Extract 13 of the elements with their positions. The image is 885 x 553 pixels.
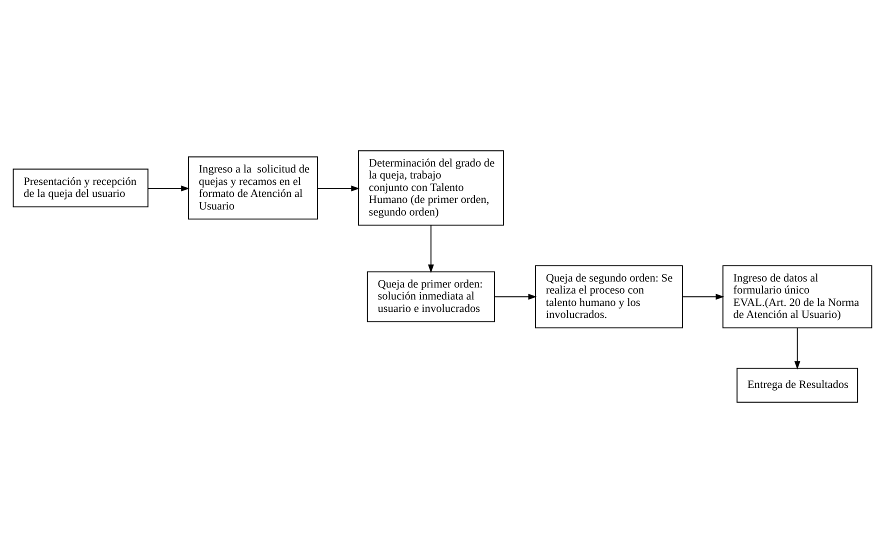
- node-box: Determinación del grado de la queja, trabajo conjunto con Talento Humano (de primer orden, segundo orden): [358, 150, 504, 226]
- node-box: Ingreso de datos al formulario único EVAL.(Art. 20 de la Norma de Atención al Usuario): [722, 265, 872, 328]
- arrow: [682, 294, 724, 300]
- arrow: [148, 185, 190, 192]
- arrow: [494, 294, 537, 300]
- arrow: [428, 224, 434, 273]
- node-box: Queja de primer orden: solución inmediata al usuario e involucrados: [366, 271, 495, 322]
- arrow: [317, 185, 360, 192]
- node-box: Queja de segundo orden: Se realiza el proceso con talento humano y los involucrados.: [535, 265, 683, 328]
- node-box: Ingreso a la solicitud de quejas y recamos en el formato de Atención al Usuario: [188, 156, 318, 220]
- arrow: [794, 327, 800, 370]
- node-box: Entrega de Resultados: [736, 368, 858, 403]
- node-box: Presentación y recepción de la queja del usuario: [12, 168, 148, 208]
